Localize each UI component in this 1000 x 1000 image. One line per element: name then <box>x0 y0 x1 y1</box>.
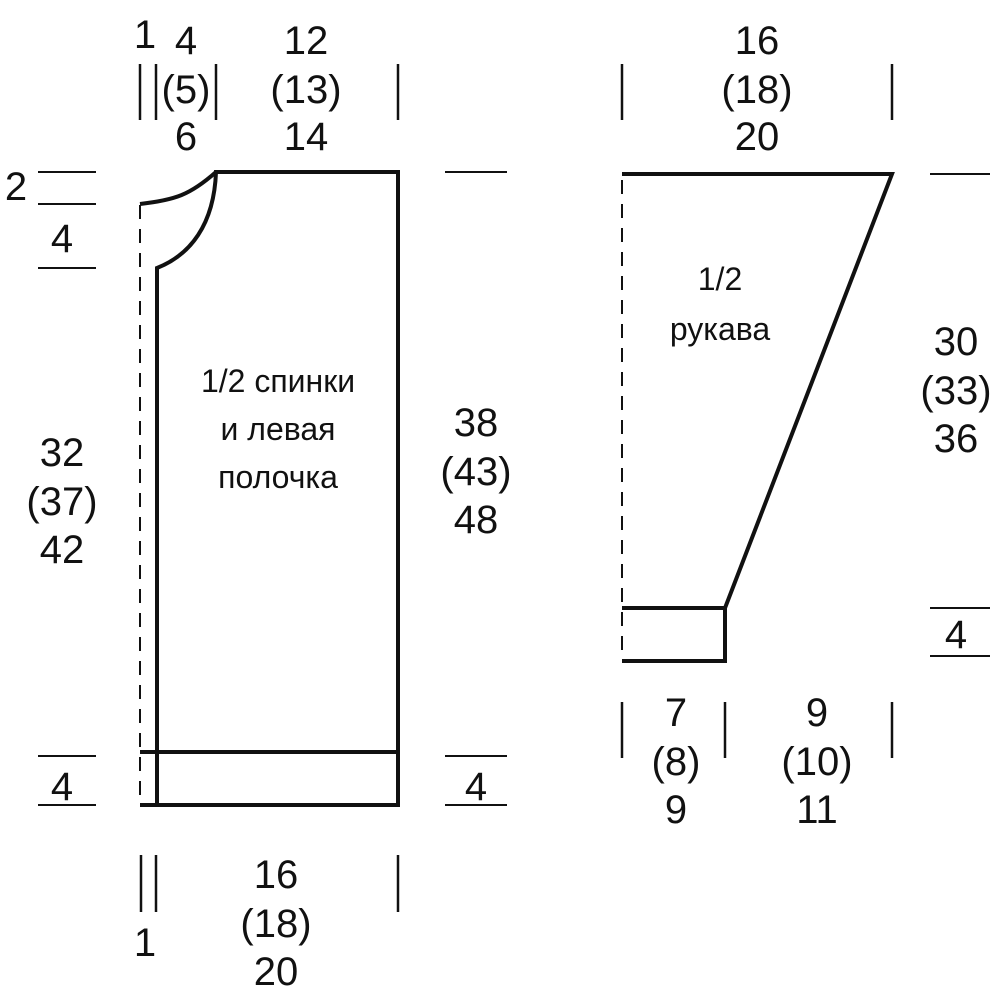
sleeve-cuff-width-3: 9 <box>665 788 687 832</box>
sleeve-outline <box>622 172 895 663</box>
sleeve-label-line1: 1/2 <box>698 261 742 297</box>
sleeve-piece: 1/2 рукава 16 (18) 20 30 (33) 36 4 7 (8)… <box>620 19 992 832</box>
sleeve-taper-width-1: 9 <box>806 691 828 735</box>
sleeve-top-width-3: 20 <box>735 115 780 159</box>
sleeve-label-line2: рукава <box>670 311 771 347</box>
bottom-width-3: 20 <box>254 950 299 994</box>
neck-drop-small: 2 <box>5 165 27 209</box>
bottom-width-2: (18) <box>240 902 311 946</box>
neck-width-1: 4 <box>175 19 197 63</box>
neck-width-3: 6 <box>175 115 197 159</box>
sleeve-taper-width-2: (10) <box>781 740 852 784</box>
sleeve-taper-width-3: 11 <box>796 788 838 832</box>
sleeve-top-width-1: 16 <box>735 19 780 63</box>
rib-left: 4 <box>51 765 73 809</box>
shoulder-width-3: 14 <box>284 115 329 159</box>
neck-drop-large: 4 <box>51 217 73 261</box>
shoulder-width-1: 12 <box>284 19 329 63</box>
body-label-line1: 1/2 спинки <box>201 363 355 399</box>
sleeve-top-width-2: (18) <box>721 68 792 112</box>
body-piece: 1/2 спинки и левая полочка 1 4 (5) 6 12 … <box>5 13 512 994</box>
side-length-2: (37) <box>26 480 97 524</box>
body-label-line2: и левая <box>221 411 336 447</box>
shoulder-width-2: (13) <box>270 68 341 112</box>
total-length-3: 48 <box>454 498 499 542</box>
sleeve-length-2: (33) <box>920 369 991 413</box>
sleeve-cuff-width-2: (8) <box>652 740 701 784</box>
sleeve-length-3: 36 <box>934 417 979 461</box>
top-edge-offset: 1 <box>134 13 156 57</box>
rib-right: 4 <box>465 765 487 809</box>
neck-width-2: (5) <box>162 68 211 112</box>
sleeve-cuff-width-1: 7 <box>665 691 687 735</box>
body-label-line3: полочка <box>218 459 338 495</box>
neck-curve <box>139 170 218 206</box>
side-length-3: 42 <box>40 528 85 572</box>
total-length-1: 38 <box>454 401 499 445</box>
sleeve-length-1: 30 <box>934 320 979 364</box>
sleeve-cuff-height: 4 <box>945 613 967 657</box>
bottom-edge-offset: 1 <box>134 921 156 965</box>
side-length-1: 32 <box>40 431 85 475</box>
bottom-width-1: 16 <box>254 853 299 897</box>
total-length-2: (43) <box>440 450 511 494</box>
